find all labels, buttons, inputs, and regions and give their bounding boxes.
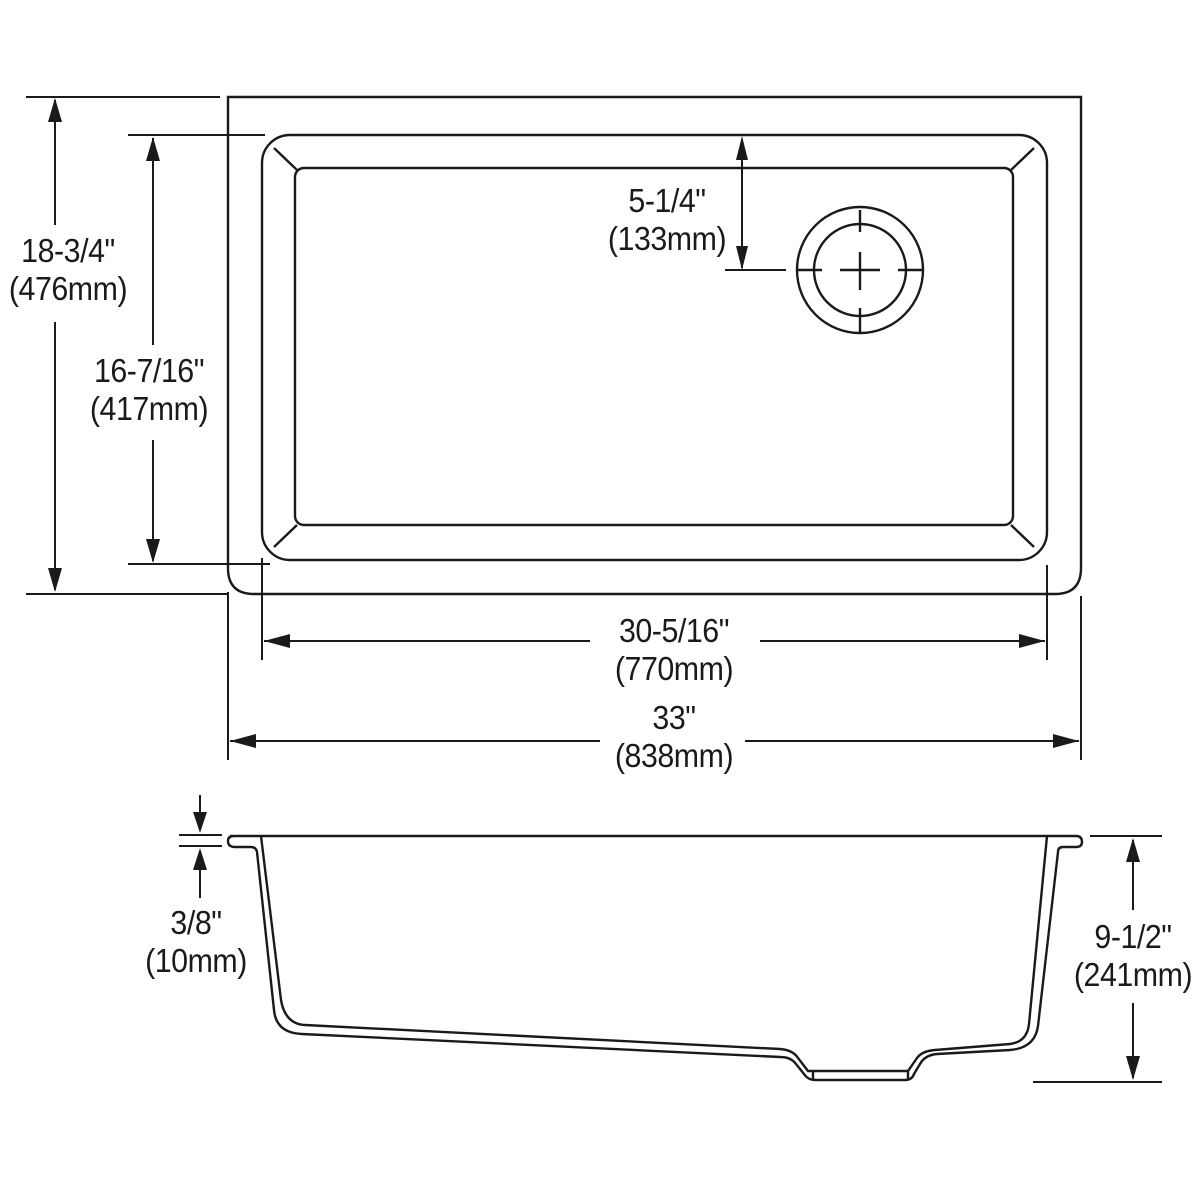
bowl-depth-imperial: 16-7/16" — [93, 352, 205, 389]
bowl-depth-dimension — [128, 134, 270, 565]
side-section-view — [179, 795, 1162, 1083]
bowl-width-metric: (770mm) — [614, 650, 734, 687]
corner-line-bl — [273, 524, 298, 548]
drain-offset-metric: (133mm) — [607, 220, 727, 257]
overall-width-label: 33" (838mm) — [602, 699, 746, 775]
sink-profile-inner — [259, 835, 1049, 1073]
drain-offset-label: 5-1/4" (133mm) — [600, 182, 734, 258]
rim-thickness-metric: (10mm) — [145, 942, 247, 979]
overall-depth-dimension — [26, 96, 228, 595]
overall-width-imperial: 33" — [652, 699, 696, 736]
corner-line-br — [1010, 524, 1035, 548]
corner-line-tl — [273, 147, 298, 171]
rim-thickness-imperial: 3/8" — [170, 904, 222, 941]
bowl-width-imperial: 30-5/16" — [618, 612, 730, 649]
bowl-rim-outline — [260, 133, 1049, 562]
overall-width-dimension — [227, 592, 1082, 760]
bowl-width-dimension — [261, 558, 1048, 660]
bowl-floor-outline — [293, 166, 1015, 527]
overall-width-metric: (838mm) — [614, 737, 734, 774]
overall-depth-imperial: 18-3/4" — [21, 232, 115, 269]
bowl-depth-metric: (417mm) — [89, 390, 209, 427]
bowl-height-imperial: 9-1/2" — [1094, 918, 1172, 955]
overall-depth-label: 18-3/4" (476mm) — [5, 232, 131, 308]
corner-line-tr — [1010, 147, 1035, 171]
bowl-height-label: 9-1/2" (241mm) — [1065, 918, 1200, 994]
sink-profile-outer — [226, 834, 1084, 1082]
bowl-width-label: 30-5/16" (770mm) — [602, 612, 746, 688]
drain-offset-imperial: 5-1/4" — [628, 182, 706, 219]
bowl-depth-label: 16-7/16" (417mm) — [81, 352, 217, 428]
rim-thickness-dimension — [179, 795, 222, 898]
overall-depth-metric: (476mm) — [8, 270, 128, 307]
bowl-height-dimension — [1033, 835, 1162, 1083]
outer-flange-outline — [226, 95, 1083, 596]
bowl-height-metric: (241mm) — [1073, 956, 1193, 993]
drain-offset-dimension — [725, 136, 786, 271]
top-view — [26, 95, 1083, 760]
drain-circle-crosshair-icon — [795, 205, 925, 335]
rim-thickness-label: 3/8" (10mm) — [133, 904, 259, 980]
